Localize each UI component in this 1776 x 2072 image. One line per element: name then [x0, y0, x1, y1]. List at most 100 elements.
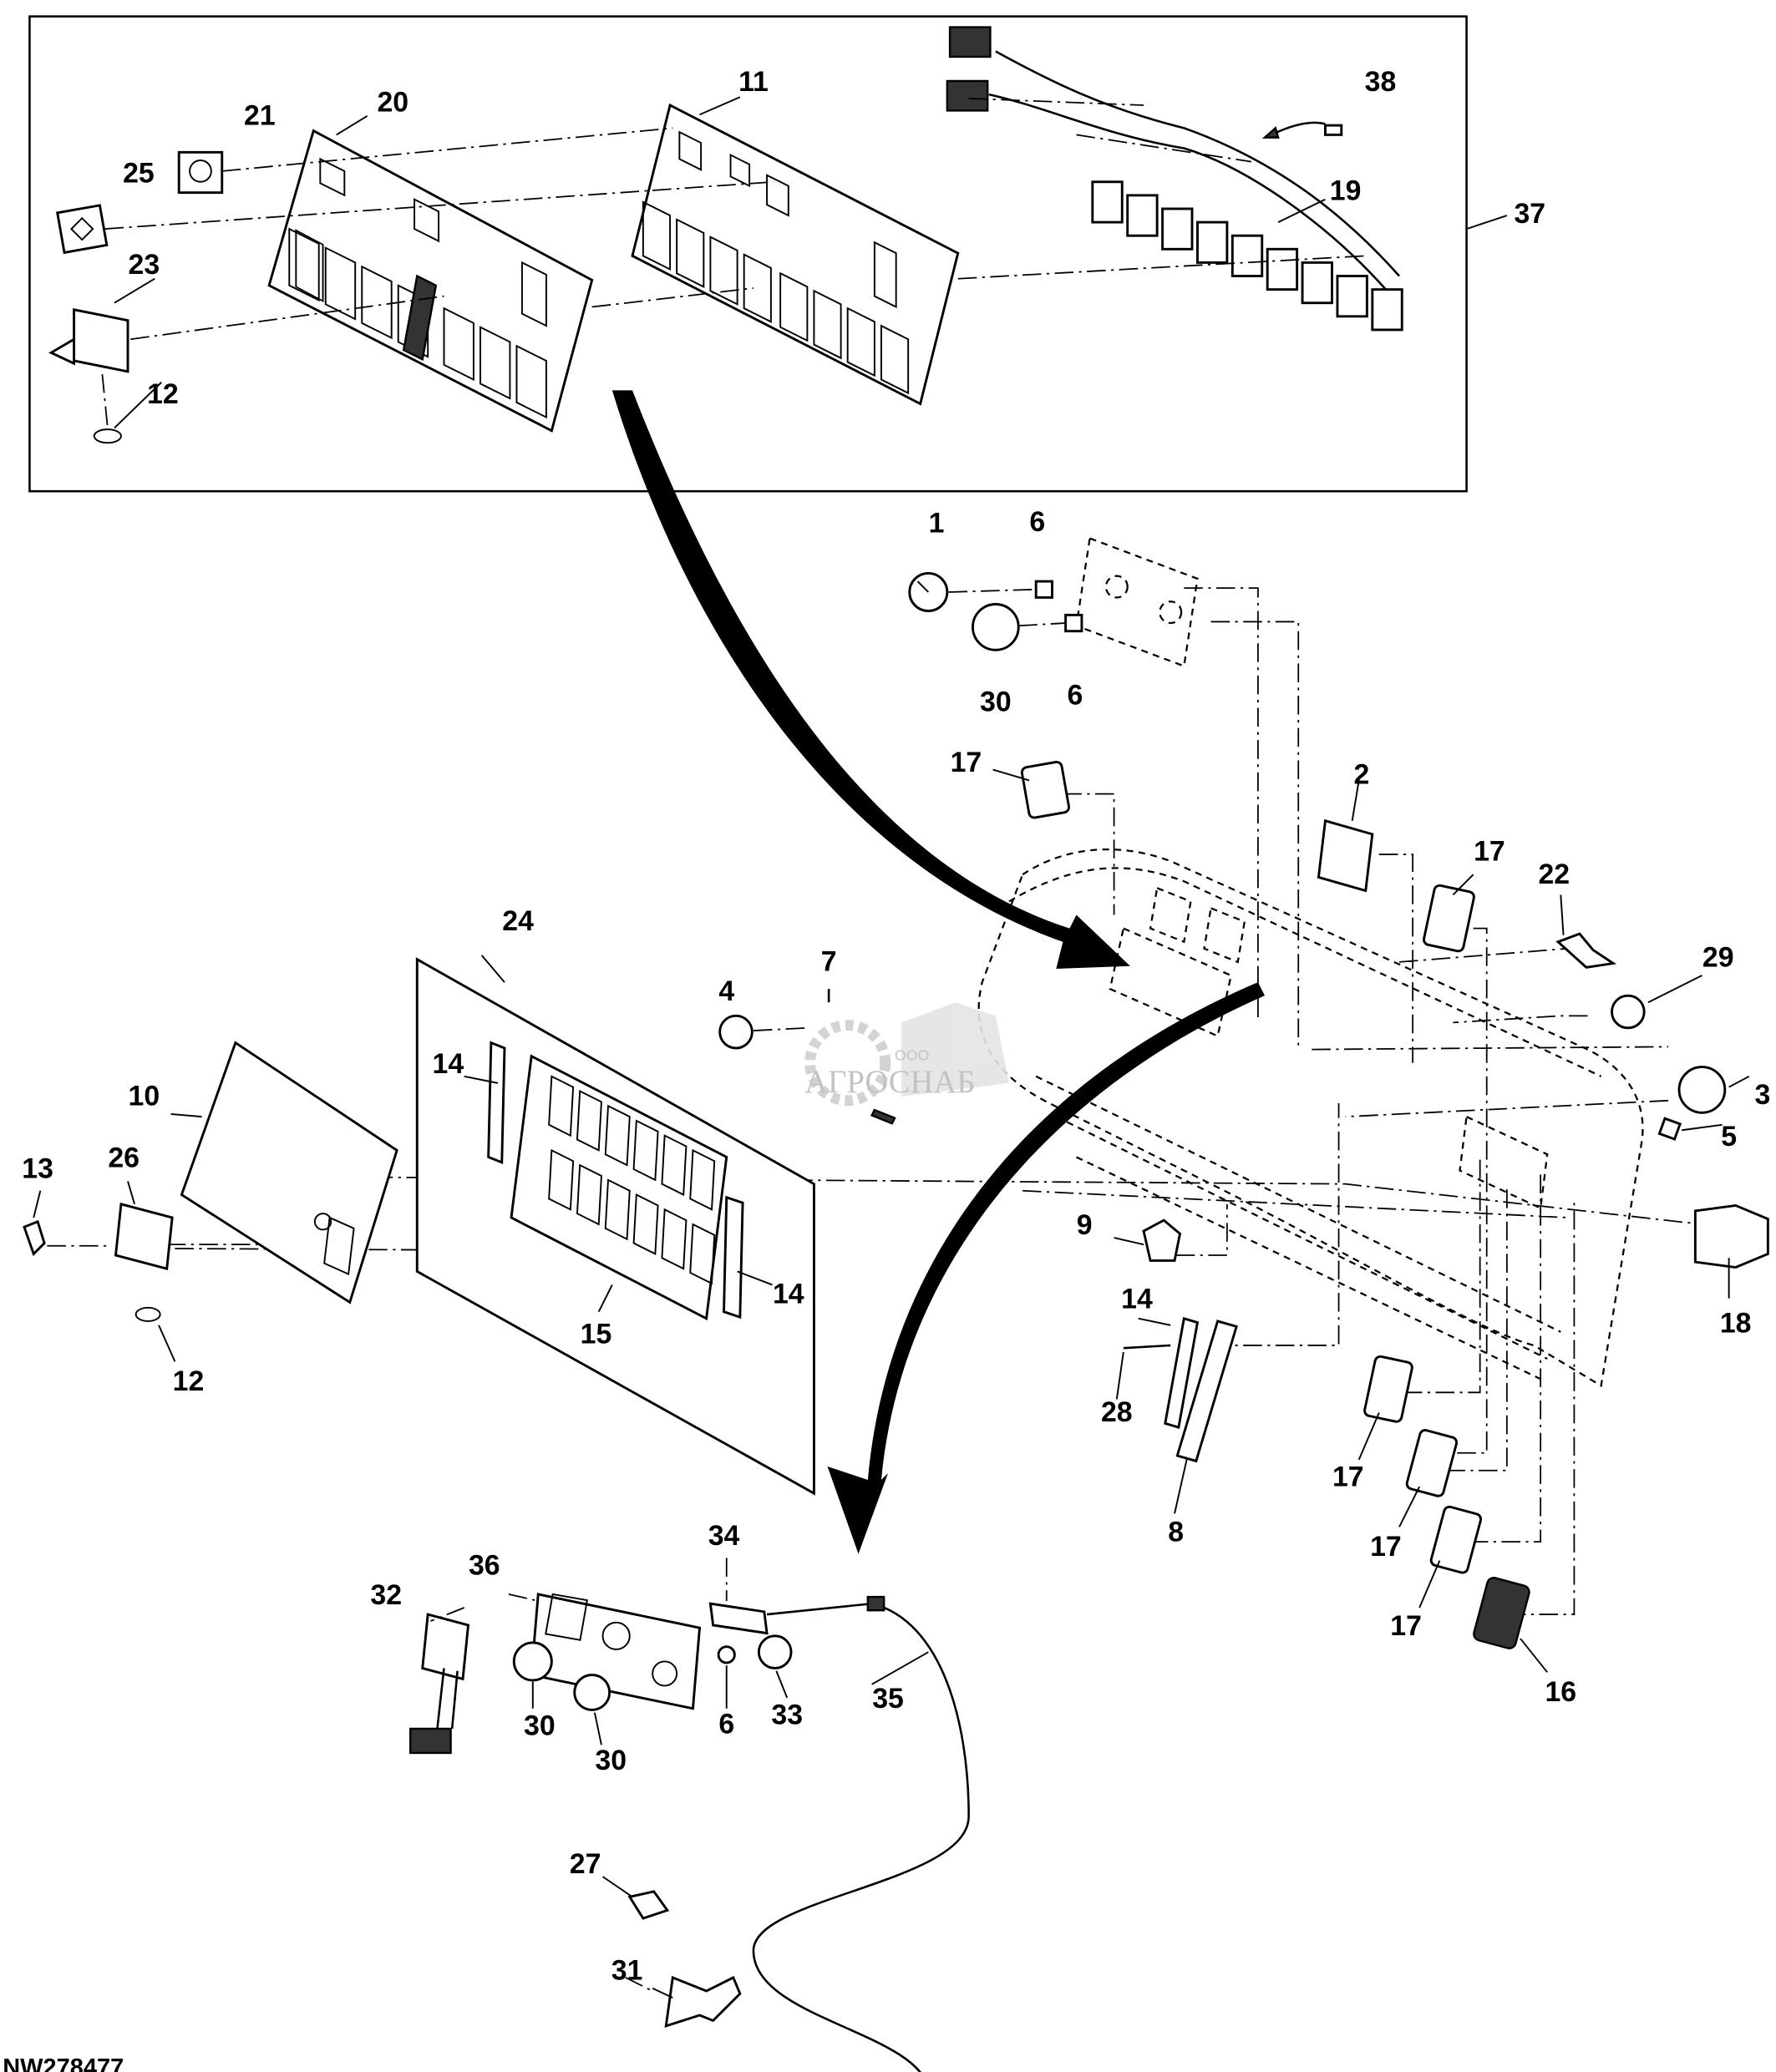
strip-14: [1164, 1316, 1200, 1430]
watermark-prefix: ООО: [895, 1046, 929, 1063]
callout-label: 5: [1721, 1121, 1737, 1153]
callout-label: 13: [22, 1153, 53, 1184]
nut-6b: [1064, 613, 1083, 633]
cap-17d: [1405, 1429, 1459, 1497]
callout-label: 14: [1121, 1284, 1153, 1315]
part-18: [1693, 1203, 1769, 1269]
callout-label: 1: [929, 507, 945, 539]
callout-label: 28: [1101, 1396, 1133, 1428]
callout-label: 2: [1354, 759, 1370, 791]
figure-code: NW278477: [3, 2054, 124, 2072]
callout-label: 35: [872, 1683, 904, 1715]
callout-label: 7: [821, 945, 837, 977]
knob-30a: [972, 603, 1020, 651]
callout-label: 17: [1390, 1610, 1422, 1642]
callout-label: 24: [502, 905, 534, 937]
callout-label: 36: [469, 1550, 500, 1582]
switch-25: [55, 204, 109, 255]
callout-label: 15: [581, 1319, 612, 1350]
callout-label: 29: [1702, 942, 1734, 974]
cap-16: [1473, 1577, 1530, 1649]
bezel-cell: [548, 1075, 575, 1137]
switch-32: [421, 1613, 470, 1681]
strip-8: [1175, 1320, 1238, 1463]
callout-label: 18: [1720, 1308, 1752, 1340]
harness-connector: [1301, 261, 1333, 305]
callout-label: 23: [129, 249, 160, 281]
callout-label: 22: [1538, 859, 1570, 890]
callout-label: 6: [1029, 506, 1045, 538]
harness-connector: [1336, 275, 1368, 318]
switch-panel-20: [267, 129, 594, 433]
connector-32: [409, 1727, 452, 1755]
dashboard-outline: [977, 537, 1644, 1388]
callout-label: 6: [1067, 680, 1083, 712]
switch-2: [1317, 818, 1374, 893]
decal-10: [180, 1041, 398, 1304]
part-4: [718, 1014, 754, 1050]
knob-30b: [512, 1641, 553, 1682]
bezel-cell: [632, 1193, 659, 1255]
callout-label: 34: [708, 1520, 740, 1552]
bezel-cell: [689, 1223, 716, 1285]
callout-label: 3: [1754, 1079, 1770, 1111]
bezel-15: [510, 1054, 728, 1320]
inset-box: [28, 15, 1468, 493]
callout-label: 8: [1168, 1516, 1184, 1548]
callout-label: 32: [370, 1579, 402, 1611]
bezel-cell: [689, 1148, 716, 1211]
bezel-cell: [548, 1148, 575, 1211]
bezel-cell: [661, 1208, 688, 1270]
callout-label: 11: [738, 66, 769, 98]
clip-27: [627, 1890, 670, 1920]
part-33: [757, 1634, 793, 1669]
nut-6a: [1034, 580, 1053, 599]
rocker-switch-23: [48, 308, 129, 373]
callout-label: 10: [129, 1081, 160, 1112]
callout-label: 16: [1545, 1676, 1576, 1708]
callout-label: 17: [951, 747, 982, 778]
callout-label: 12: [147, 378, 179, 410]
cable-35: [752, 1602, 970, 2072]
part-3: [1677, 1066, 1727, 1114]
strips-14: [487, 1041, 744, 1320]
bezel-cell: [604, 1178, 631, 1241]
callout-label: 14: [433, 1048, 464, 1080]
callout-label: 38: [1365, 66, 1397, 98]
callout-label: 26: [108, 1142, 140, 1174]
watermark-name: АГРОСНАБ: [804, 1065, 975, 1100]
switch-26: [114, 1202, 174, 1270]
arrow-dash-to-console: [827, 982, 1265, 1554]
harness-connector: [1195, 220, 1229, 264]
bezel-cell: [576, 1163, 602, 1226]
bezel-cell: [604, 1104, 631, 1167]
harness-connector: [1091, 180, 1124, 224]
callout-label: 6: [718, 1709, 734, 1740]
callout-label: 4: [718, 975, 734, 1007]
callout-label: 30: [595, 1745, 627, 1776]
bezel-cell: [661, 1134, 688, 1197]
part-29: [1611, 994, 1646, 1030]
callout-label: 30: [980, 686, 1012, 718]
callout-label: 25: [123, 158, 155, 190]
switch-21: [177, 150, 224, 195]
switch-panel-11: [631, 103, 960, 406]
harness-connector: [1126, 194, 1159, 237]
part-9: [1142, 1218, 1182, 1262]
callout-label: 27: [570, 1848, 601, 1880]
part-22: [1555, 932, 1617, 969]
part-38: [1323, 124, 1343, 136]
callout-label: 17: [1370, 1531, 1402, 1563]
callout-label: 12: [173, 1365, 205, 1397]
callout-label: 19: [1330, 175, 1362, 207]
callout-label: 37: [1514, 198, 1545, 230]
watermark-logo: ООО АГРОСНАБ: [804, 1002, 1009, 1107]
callout-label: 20: [377, 86, 408, 118]
bezel-cell: [632, 1119, 659, 1182]
nut-6c: [717, 1645, 736, 1664]
bezel-cell: [576, 1090, 602, 1152]
clip-13: [23, 1219, 46, 1257]
harness-connector: [1266, 247, 1299, 291]
arrow-inset-to-dash: [611, 390, 1130, 969]
part-5: [1657, 1117, 1682, 1141]
